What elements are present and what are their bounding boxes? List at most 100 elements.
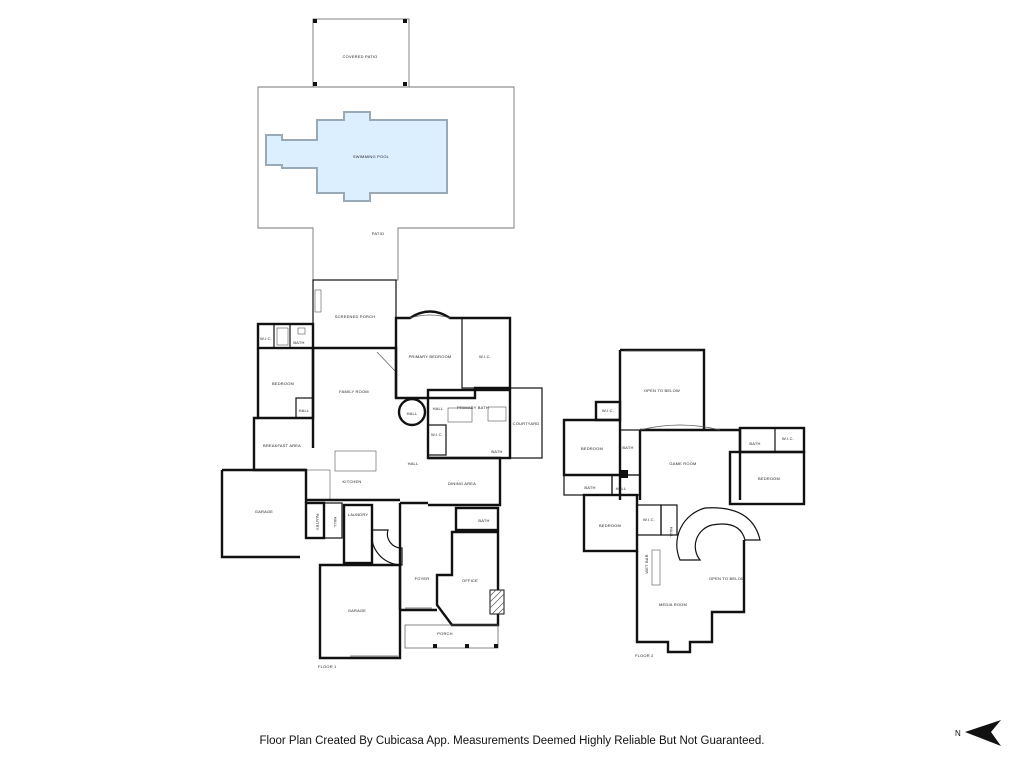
hall-2-walls xyxy=(660,504,678,536)
primary-bath-shower xyxy=(487,406,507,422)
room-label-kitchen: KITCHEN xyxy=(343,479,362,484)
wic-3-walls xyxy=(427,424,447,456)
room-label-hall: HALL xyxy=(433,406,444,411)
room-label-primary-bedroom: PRIMARY BEDROOM xyxy=(409,354,452,359)
wic-2-walls xyxy=(461,317,511,389)
porch-outline xyxy=(404,624,499,649)
room-label-covered-patio: COVERED PATIO xyxy=(343,54,378,59)
covered-patio-post xyxy=(403,19,407,23)
tub-fixture xyxy=(276,327,289,346)
kitchen-counter xyxy=(305,469,331,501)
foyer-walls xyxy=(398,501,437,612)
room-label-wic: W.I.C. xyxy=(643,517,655,522)
room-label-bath: BATH xyxy=(478,518,489,523)
kitchen-island xyxy=(334,450,377,472)
bath-1-walls xyxy=(619,429,641,476)
dining-area-walls xyxy=(428,456,502,507)
garage-bottom-walls xyxy=(318,563,402,660)
room-label-screened-porch: SCREENED PORCH xyxy=(335,314,376,319)
room-label-patio: PATIO xyxy=(372,231,384,236)
room-label-media-room: MEDIA ROOM xyxy=(659,602,687,607)
room-label-bath: BATH xyxy=(584,485,595,490)
column xyxy=(620,470,628,478)
stair-indicator xyxy=(376,351,397,373)
room-label-hall: HALL xyxy=(669,527,674,538)
north-arrow-compass: N xyxy=(955,720,1001,746)
outdoor-areas xyxy=(257,18,515,281)
room-label-hall: HALL xyxy=(333,517,338,528)
office-walls xyxy=(435,530,500,627)
open-to-below-walls xyxy=(618,348,706,500)
room-label-dining-area: DINING AREA xyxy=(448,481,476,486)
family-room-walls xyxy=(311,346,398,448)
covered-patio-post xyxy=(313,19,317,23)
room-label-hall: HALL xyxy=(616,486,627,491)
room-label-hall: HALL xyxy=(408,461,419,466)
swimming-pool-shape xyxy=(265,111,448,202)
staircase-floor2 xyxy=(676,507,761,561)
room-label-courtyard: COURTYARD xyxy=(513,421,540,426)
room-label-bath: BATH xyxy=(491,449,502,454)
room-label-game-room: GAME ROOM xyxy=(669,461,696,466)
room-label-bedroom: BEDROOM xyxy=(581,446,603,451)
office-fireplace-hatch xyxy=(489,589,505,615)
floor-1-label: FLOOR 1 xyxy=(318,664,337,669)
covered-patio-post xyxy=(403,82,407,86)
porch-fixture xyxy=(314,289,322,313)
bedroom-2-walls xyxy=(728,450,806,506)
room-label-porch: PORCH xyxy=(437,631,452,636)
room-label-swimming-pool: SWIMMING POOL xyxy=(353,154,390,159)
room-label-bath: BATH xyxy=(622,445,633,450)
bath-2-walls xyxy=(738,426,806,454)
staircase-floor1 xyxy=(370,529,403,566)
room-label-hall: HALL xyxy=(299,408,310,413)
toilet-fixture xyxy=(297,327,306,335)
compass-label: N xyxy=(955,729,961,738)
room-label-garage: GARAGE xyxy=(255,509,273,514)
room-label-primary-bath: PRIMARY BATH xyxy=(457,405,489,410)
room-label-open-to-below: OPEN TO BELOW xyxy=(709,576,745,581)
room-label-hall: HALL xyxy=(407,411,418,416)
porch-post xyxy=(433,644,437,648)
covered-patio-outline xyxy=(312,18,410,88)
room-label-office: OFFICE xyxy=(462,578,478,583)
room-label-wic: W.I.C. xyxy=(602,408,614,413)
hall-rotunda xyxy=(397,397,427,427)
room-label-breakfast-area: BREAKFAST AREA xyxy=(263,443,301,448)
room-label-wic: W.I.C. xyxy=(782,436,794,441)
disclaimer-footer: Floor Plan Created By Cubicasa App. Meas… xyxy=(259,735,765,747)
room-label-bath: BATH xyxy=(293,340,304,345)
hall-5-walls xyxy=(323,502,343,539)
room-label-wic: W.I.C. xyxy=(431,432,443,437)
room-label-wic: W.I.C. xyxy=(479,354,491,359)
floor-2-plan: OPEN TO BELOW W.I.C. BEDROOM BATH GAME R… xyxy=(562,348,806,658)
room-label-wic: W.I.C. xyxy=(260,336,272,341)
porch-post xyxy=(465,644,469,648)
garage-left-walls xyxy=(220,468,308,559)
room-label-bedroom: BEDROOM xyxy=(272,381,294,386)
media-room-walls xyxy=(635,540,746,654)
courtyard-walls xyxy=(509,387,543,459)
game-room-arch xyxy=(639,424,721,431)
wet-bar-counter xyxy=(651,549,661,586)
room-label-bedroom: BEDROOM xyxy=(758,476,780,481)
room-label-pantry: PANTRY xyxy=(315,513,320,530)
covered-patio-post xyxy=(313,82,317,86)
room-label-foyer: FOYER xyxy=(415,576,430,581)
room-label-open-to-below: OPEN TO BELOW xyxy=(644,388,680,393)
porch-post xyxy=(494,644,498,648)
primary-bedroom-bay xyxy=(409,314,451,319)
primary-bath-walls xyxy=(426,388,512,460)
floor-2-label: FLOOR 2 xyxy=(635,653,654,658)
room-label-garage: GARAGE xyxy=(348,608,366,613)
room-label-bath: BATH xyxy=(749,441,760,446)
bath-walls xyxy=(256,322,315,350)
room-label-bedroom: BEDROOM xyxy=(599,523,621,528)
room-label-wet-bar: WET BAR xyxy=(644,554,649,574)
floor-1-plan: COVERED PATIO SWIMMING POOL PATIO SCREEN… xyxy=(220,54,543,669)
room-label-family-room: FAMILY ROOM xyxy=(339,389,369,394)
north-arrow-icon xyxy=(965,720,1001,746)
bath-3-walls xyxy=(454,506,500,532)
room-label-laundry: LAUNDRY xyxy=(348,512,369,517)
